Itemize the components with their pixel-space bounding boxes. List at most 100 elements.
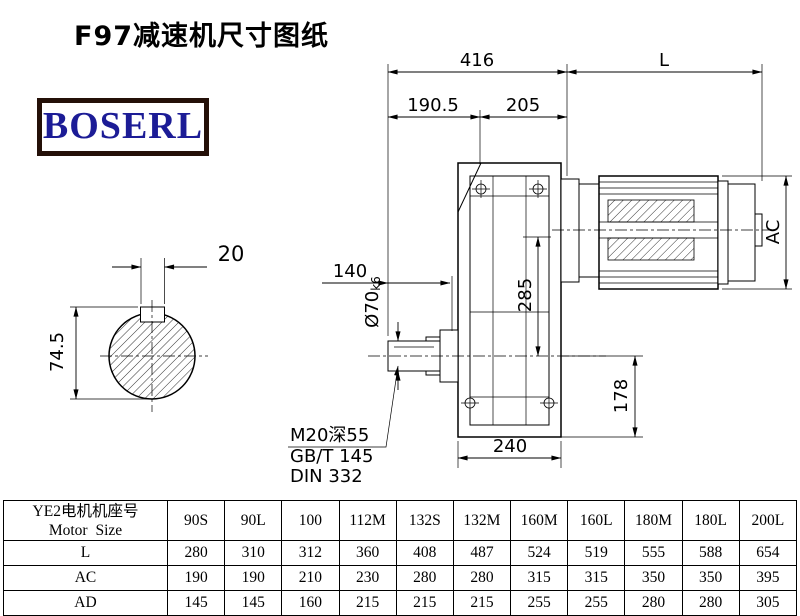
dim-190-5: 190.5	[387, 95, 481, 120]
spec-cell: 555	[624, 540, 683, 566]
section-centerlines	[100, 300, 208, 412]
motor-body	[598, 175, 719, 290]
row-label: AC	[3, 565, 168, 591]
spec-cell: 315	[510, 565, 569, 591]
motor-size-table: YE2电机机座号 Motor Size 90S 90L 100 112M 132…	[3, 500, 798, 616]
dim-L: L	[566, 50, 763, 75]
fan-cowl	[727, 183, 756, 282]
table-row: L 280 310 312 360 408 487 524 519 555 58…	[3, 540, 798, 566]
dim-178-label: 178	[611, 379, 632, 413]
gearbox-housing	[457, 162, 562, 438]
housing-detail-lines	[470, 176, 549, 425]
col-header: 112M	[338, 500, 397, 541]
col-header: 180M	[624, 500, 683, 541]
spec-cell: 215	[452, 590, 512, 616]
dim-285: 285	[515, 236, 551, 357]
bolt-hole	[461, 394, 479, 412]
spec-cell: 280	[166, 540, 226, 566]
dim-20: 20	[112, 242, 244, 304]
bolt-hole	[540, 394, 558, 412]
dim-285-label: 285	[515, 278, 536, 312]
row-label: L	[3, 540, 168, 566]
motor-size-header-cn: YE2电机机座号	[32, 502, 139, 520]
dim-416: 416	[387, 50, 568, 75]
dimensions: 416 L 190.5 205 140 Ø70k6 285	[322, 50, 792, 468]
dim-240-label: 240	[493, 436, 527, 457]
motor-side-view	[560, 175, 763, 290]
dim-416-label: 416	[460, 50, 494, 71]
col-header: 160L	[567, 500, 626, 541]
spec-cell: 145	[166, 590, 226, 616]
spec-cell: 408	[395, 540, 454, 566]
dim-140-label: 140	[333, 261, 367, 282]
leader-line	[288, 365, 400, 448]
spec-cell: 360	[338, 540, 397, 566]
motor-size-header-cell: YE2电机机座号 Motor Size	[3, 500, 168, 541]
dim-205-label: 205	[506, 95, 540, 116]
spec-cell: 255	[567, 590, 626, 616]
spec-cell: 280	[624, 590, 683, 616]
dim-190-5-label: 190.5	[407, 95, 459, 116]
spec-cell: 310	[224, 540, 283, 566]
spec-cell: 350	[624, 565, 683, 591]
housing-inner-face	[469, 175, 550, 426]
col-header: 160M	[510, 500, 569, 541]
dimension-drawing: 20 74.5	[47, 50, 792, 487]
spec-cell: 350	[681, 565, 740, 591]
col-header: 132M	[452, 500, 512, 541]
spec-cell: 230	[338, 565, 397, 591]
spec-cell: 312	[281, 540, 340, 566]
spec-cell: 190	[224, 565, 283, 591]
spec-cell: 654	[738, 540, 798, 566]
dim-74-5: 74.5	[47, 306, 150, 400]
dim-shaft-diameter: Ø70k6	[362, 276, 401, 390]
dim-205: 205	[479, 95, 568, 120]
spec-cell: 280	[395, 565, 454, 591]
dim-74-5-label: 74.5	[47, 332, 68, 372]
spec-cell: 280	[452, 565, 512, 591]
dim-178: 178	[561, 355, 643, 438]
dim-20-label: 20	[218, 242, 245, 266]
dim-240: 240	[457, 436, 562, 468]
dim-AC: AC	[722, 175, 792, 290]
gearbox-front-view	[387, 162, 562, 438]
motor-flange	[560, 178, 580, 283]
motor-rear-endbell	[717, 180, 729, 285]
col-header: 90L	[224, 500, 283, 541]
dim-140: 140	[322, 261, 453, 331]
axis-centerlines	[368, 229, 770, 357]
stator-windings	[607, 199, 695, 261]
spec-cell: 395	[738, 565, 798, 591]
spec-cell: 315	[567, 565, 626, 591]
spec-cell: 487	[452, 540, 512, 566]
spec-cell: 210	[281, 565, 340, 591]
shaft-section-view: 20 74.5	[47, 242, 244, 412]
row-label: AD	[3, 590, 168, 616]
thread-note-line3: DIN 332	[290, 466, 363, 487]
spec-cell: 160	[281, 590, 340, 616]
keyway	[140, 306, 165, 323]
spec-cell: 588	[681, 540, 740, 566]
motor-front-endbell	[578, 183, 600, 278]
dim-AC-label: AC	[763, 220, 784, 245]
col-header: 180L	[681, 500, 740, 541]
table-row: AC 190 190 210 230 280 280 315 315 350 3…	[3, 565, 798, 591]
bolt-hole	[529, 180, 547, 198]
spec-cell: 519	[567, 540, 626, 566]
spec-cell: 215	[395, 590, 454, 616]
dim-L-label: L	[659, 50, 669, 71]
thread-note-line2: GB/T 145	[290, 446, 373, 467]
thread-note-line1: M20深55	[290, 425, 369, 446]
col-header: 132S	[395, 500, 454, 541]
spec-cell: 255	[510, 590, 569, 616]
dim-shaft-dia-label: Ø70k6	[362, 276, 383, 328]
spec-cell: 305	[738, 590, 798, 616]
table-row: AD 145 145 160 215 215 215 255 255 280 2…	[3, 590, 798, 616]
brand-logo: BOSERL	[37, 98, 209, 156]
page-title: F97减速机尺寸图纸	[74, 21, 330, 52]
col-header: 100	[281, 500, 340, 541]
table-header-row: YE2电机机座号 Motor Size 90S 90L 100 112M 132…	[3, 500, 798, 541]
motor-size-header-en: Motor Size	[48, 521, 123, 539]
col-header: 90S	[166, 500, 226, 541]
spec-cell: 524	[510, 540, 569, 566]
